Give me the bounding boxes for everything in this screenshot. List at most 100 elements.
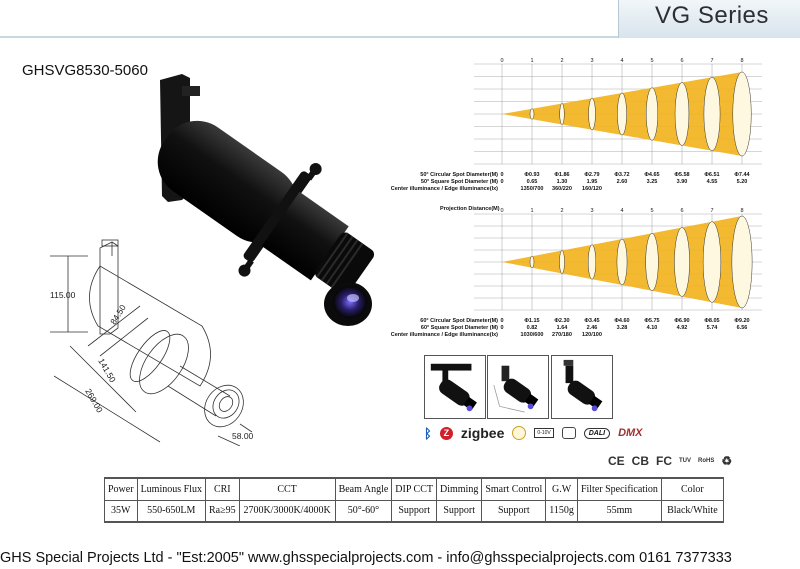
mount-thumbnail-base [487,355,549,419]
distance-tick: 4 [621,58,624,64]
dim-width2: 141.50 [96,357,118,385]
spec-header: Color [660,477,724,501]
illuminance: 1350/700 [521,186,544,192]
distance-tick: 4 [621,208,624,214]
spec-header: Dimming [435,477,483,501]
circular-diameter: Φ3.45 [584,318,599,324]
spec-value: Ra≥95 [204,499,240,523]
circular-diameter: Φ1.86 [554,172,569,178]
illuminance: 120/100 [582,332,602,338]
model-code: GHSVG8530-5060 [22,62,148,79]
distance-tick: 8 [741,208,744,214]
circular-diameter: Φ8.05 [704,318,719,324]
row-label: 60° Circular Spot Diameter(M) [420,318,498,324]
spec-value: Black/White [660,499,724,523]
series-title: VG Series [655,2,769,29]
spec-value: 55mm [576,499,662,523]
mount-thumbnail-track [424,355,486,419]
circular-diameter: Φ3.72 [614,172,629,178]
spec-value: Support [435,499,483,523]
spec-header: Luminous Flux [136,477,206,501]
spec-header: Power [104,477,138,501]
spec-value: 2700K/3000K/4000K [238,499,336,523]
circular-diameter: Φ9.20 [734,318,749,324]
spec-value: Support [481,499,547,523]
spec-header: Beam Angle [334,477,393,501]
bluetooth-icon: ᛒ [424,425,432,441]
square-diameter: 3.25 [647,179,658,185]
square-diameter: 1.30 [557,179,568,185]
circular-diameter: Φ2.30 [554,318,569,324]
dim-height: 115.00 [50,290,76,300]
spec-header-row: Power Luminous Flux CRI CCT Beam Angle D… [104,477,724,501]
circular-diameter: 0 [500,318,503,324]
distance-tick: 7 [711,58,714,64]
zigbee-icon: Z [439,426,453,440]
spot-ellipse [645,233,659,291]
dim-width1: 84.50 [108,303,128,327]
row-label: 50° Square Spot Diameter (M) [421,179,498,185]
distance-tick: 5 [651,208,654,214]
recycle-icon: ♻ [721,454,733,468]
spot-ellipse [559,250,565,274]
distance-tick: 2 [561,208,564,214]
dim-diameter: 58.00 [232,431,254,441]
spec-value: 550-650LM [136,499,206,523]
distance-tick: 1 [531,208,534,214]
spot-ellipse [587,244,597,280]
spot-ellipse [732,71,752,157]
square-diameter: 4.10 [647,325,658,331]
row-label: 50° Circular Spot Diameter(M) [420,172,498,178]
distance-tick: 0 [501,58,504,64]
spec-table: Power Luminous Flux CRI CCT Beam Angle D… [104,477,724,523]
spec-header: DIP CCT [391,477,437,501]
spot-ellipse [645,87,659,141]
distance-tick: 3 [591,58,594,64]
wifi-icon [512,426,527,440]
circular-diameter: Φ6.51 [704,172,719,178]
square-diameter: 0.82 [527,325,538,331]
tuv-mark: TUV [679,458,692,464]
spec-value: 50°-60° [334,499,393,523]
circular-diameter: Φ7.44 [734,172,750,178]
square-diameter: 1.64 [557,325,569,331]
spot-ellipse [674,82,690,146]
dali-logo: DALI [583,427,611,439]
square-diameter: 6.56 [737,325,748,331]
square-diameter: 2.46 [587,325,598,331]
circular-diameter: Φ6.90 [674,318,689,324]
ce-mark: CE [608,454,625,468]
spot-ellipse [529,256,535,268]
spec-value: 1150g [545,499,578,523]
spec-header: G.W [545,477,578,501]
illuminance: 1030/600 [521,332,544,338]
square-diameter: 3.28 [617,325,628,331]
product-photo [157,74,375,326]
circular-diameter: Φ4.60 [614,318,629,324]
distance-tick: 6 [681,58,684,64]
footer-contact: GHS Special Projects Ltd - "Est:2005" ww… [0,550,732,566]
square-diameter: 5.20 [737,179,748,185]
header-divider [0,36,620,38]
fcc-mark: FC [656,454,673,468]
sensor-icon [561,427,576,439]
spec-header: Filter Specification [576,477,662,501]
spot-ellipse [616,238,628,286]
circular-diameter: Φ1.15 [524,318,539,324]
spot-ellipse [617,92,627,136]
illuminance: 270/180 [552,332,572,338]
circular-diameter: Φ2.79 [584,172,599,178]
dimension-drawing: 115.00 84.50 141.50 269.00 58.00 [50,239,254,446]
distance-tick: 6 [681,208,684,214]
spec-value-row: 35W 550-650LM Ra≥95 2700K/3000K/4000K 50… [104,499,724,523]
distance-tick: 3 [591,208,594,214]
spot-ellipse [703,77,721,151]
square-diameter: 2.60 [617,179,628,185]
row-label: Center illuminance / Edge illuminance(lx… [391,186,498,192]
spec-header: CRI [204,477,240,501]
distance-tick: 7 [711,208,714,214]
spot-ellipse [674,227,690,297]
spot-ellipse [588,98,596,130]
